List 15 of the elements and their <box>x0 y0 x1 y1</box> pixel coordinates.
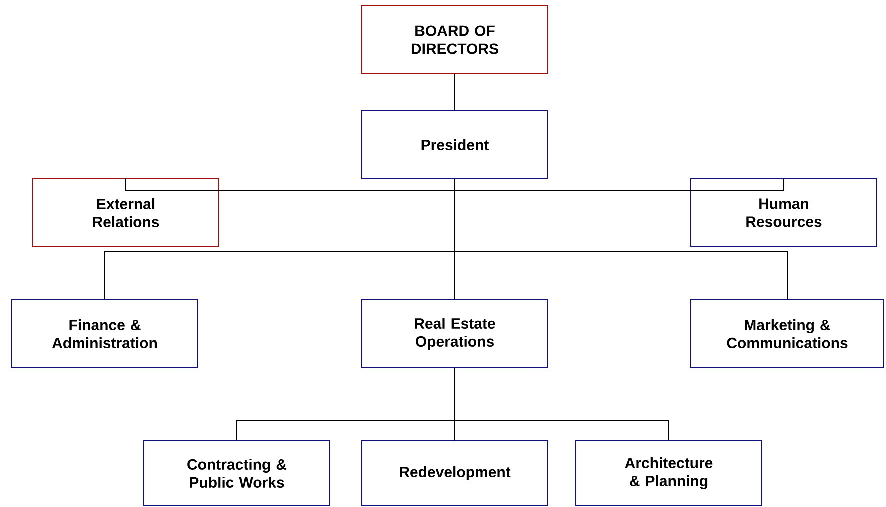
org-box: Contracting & Public Works <box>144 440 330 506</box>
org-box: Real Estate Operations <box>362 300 548 368</box>
org-box: BOARD OF DIRECTORS <box>362 6 548 74</box>
org-box: External Relations <box>32 178 220 248</box>
org-box: President <box>362 110 548 180</box>
connector-line <box>454 368 670 441</box>
connector-line <box>126 178 456 192</box>
connector-line <box>454 179 788 300</box>
connector-line <box>454 178 784 192</box>
org-box: Marketing & Communications <box>690 300 884 368</box>
org-box: Finance & Administration <box>12 300 198 368</box>
org-box: Architecture & Planning <box>576 440 762 506</box>
org-box: Redevelopment <box>362 440 548 506</box>
connector-line <box>454 74 456 111</box>
org-box: Human Resources <box>690 178 878 248</box>
